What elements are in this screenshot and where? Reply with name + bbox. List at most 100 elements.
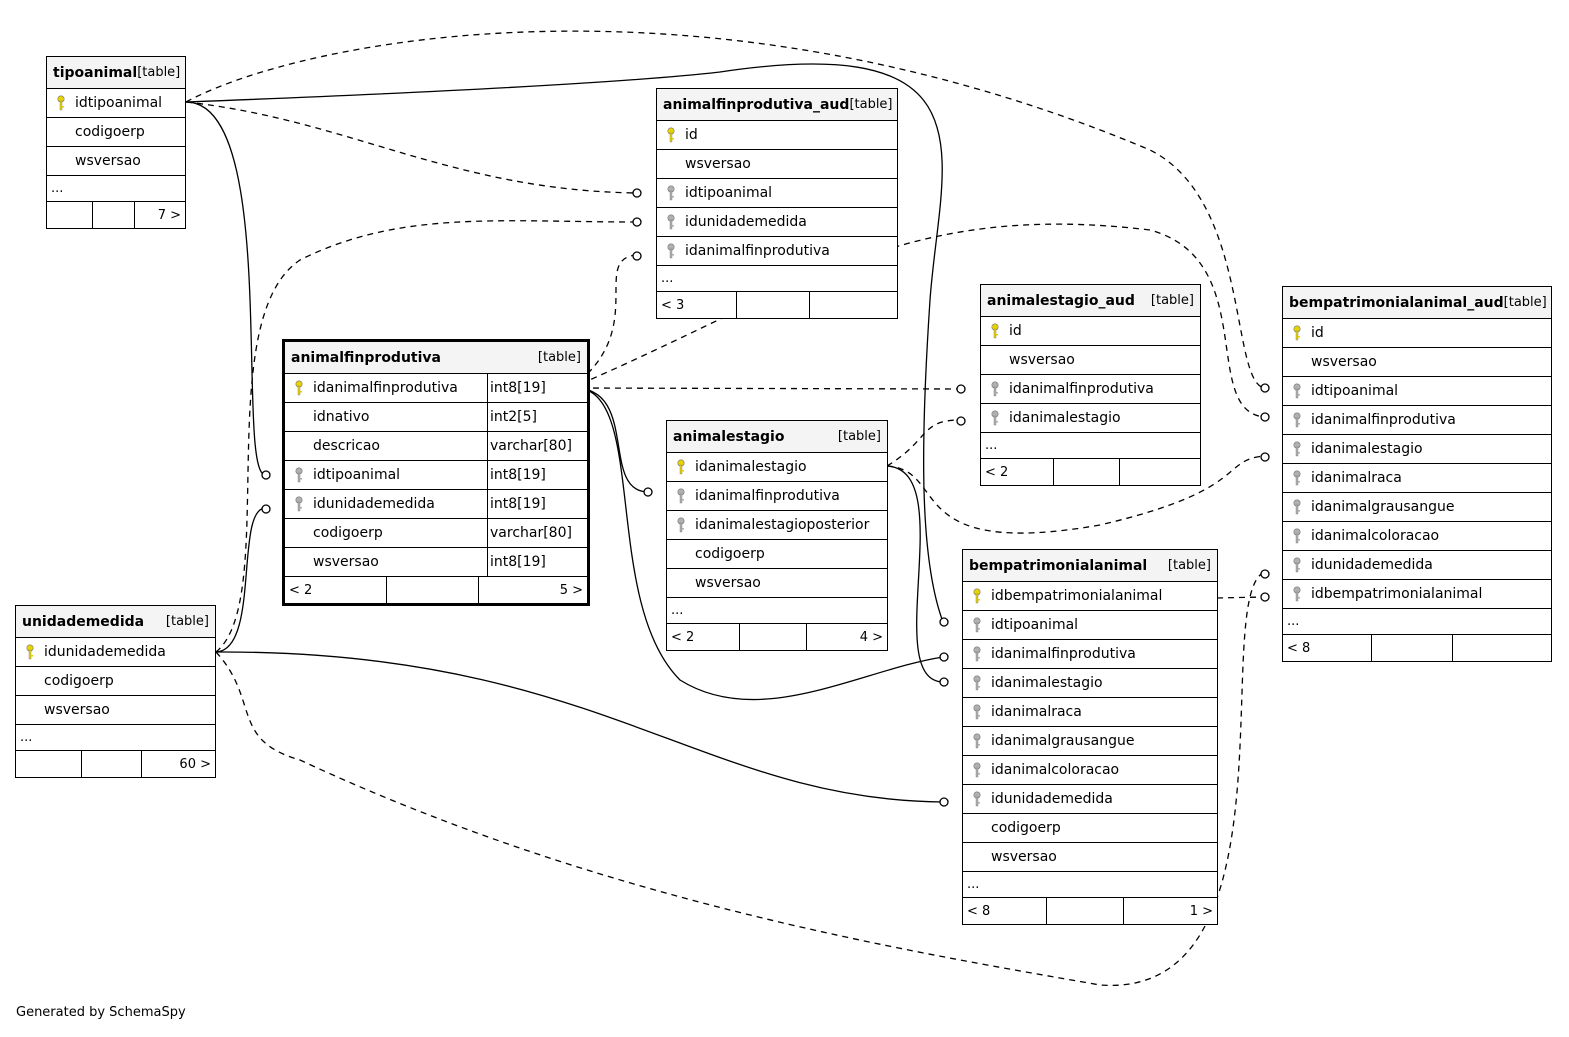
- more-columns[interactable]: ...: [963, 872, 1217, 898]
- column-type: int8[19]: [487, 374, 587, 402]
- column-row[interactable]: idanimalestagio: [667, 453, 887, 482]
- column-row[interactable]: idtipoanimal: [47, 89, 185, 118]
- table-footer: < 2 4 >: [667, 624, 887, 650]
- column-row[interactable]: codigoerp: [16, 667, 215, 696]
- more-columns[interactable]: ...: [47, 176, 185, 202]
- column-type: int2[5]: [487, 403, 587, 431]
- key-slot: [285, 432, 313, 460]
- more-columns[interactable]: ...: [657, 266, 897, 292]
- column-row[interactable]: idanimalestagio: [981, 404, 1200, 433]
- footer-middle: [1054, 459, 1120, 485]
- column-row[interactable]: idanimalfinprodutiva: [667, 482, 887, 511]
- column-row[interactable]: idanimalraca: [1283, 464, 1551, 493]
- key-slot: [285, 519, 313, 547]
- column-row[interactable]: idanimalestagio: [1283, 435, 1551, 464]
- column-row[interactable]: idanimalfinprodutiva: [963, 640, 1217, 669]
- column-row[interactable]: idanimalgrausangue: [1283, 493, 1551, 522]
- column-row[interactable]: idanimalfinprodutiva: [657, 237, 897, 266]
- key-slot: [667, 540, 695, 568]
- children-link[interactable]: 1 >: [1189, 903, 1213, 919]
- table-footer: < 8: [1283, 635, 1551, 661]
- parents-link[interactable]: < 2: [667, 624, 740, 650]
- children-link[interactable]: 7 >: [157, 207, 181, 223]
- parents-link[interactable]: [16, 751, 82, 777]
- column-row[interactable]: idbempatrimonialanimal: [1283, 580, 1551, 609]
- column-row[interactable]: idbempatrimonialanimal: [963, 582, 1217, 611]
- column-row[interactable]: idanimalcoloracao: [963, 756, 1217, 785]
- more-columns[interactable]: ...: [981, 433, 1200, 459]
- column-row[interactable]: codigoerp: [963, 814, 1217, 843]
- column-row[interactable]: idtipoanimal: [1283, 377, 1551, 406]
- parents-link[interactable]: < 8: [1283, 635, 1372, 661]
- more-columns[interactable]: ...: [1283, 609, 1551, 635]
- edge-animalestagio-animalestagio_aud: [886, 419, 961, 467]
- children-link[interactable]: [1120, 459, 1200, 485]
- table-name: animalfinprodutiva_aud: [663, 96, 850, 113]
- column-row[interactable]: wsversao: [657, 150, 897, 179]
- column-row[interactable]: idunidademedida: [1283, 551, 1551, 580]
- key-slot: [963, 698, 991, 726]
- key-slot: [963, 814, 991, 842]
- column-name: idanimalraca: [991, 704, 1082, 720]
- column-name: idanimalestagioposterior: [695, 517, 870, 533]
- column-row[interactable]: idunidademedida: [16, 638, 215, 667]
- column-name: id: [685, 127, 698, 143]
- primary-key-icon: [57, 95, 65, 111]
- children-link[interactable]: 5 >: [559, 582, 583, 598]
- column-row[interactable]: id: [1283, 319, 1551, 348]
- table-animalfinprodutiva[interactable]: animalfinprodutiva[table]idanimalfinprod…: [282, 339, 590, 606]
- parents-link[interactable]: < 3: [657, 292, 737, 318]
- more-columns[interactable]: ...: [667, 598, 887, 624]
- children-link[interactable]: 60 >: [179, 756, 211, 772]
- children-link[interactable]: 4 >: [859, 629, 883, 645]
- parents-link[interactable]: [47, 202, 93, 228]
- column-row[interactable]: idanimalestagioposterior: [667, 511, 887, 540]
- column-row[interactable]: idanimalestagio: [963, 669, 1217, 698]
- column-row[interactable]: idtipoanimal: [963, 611, 1217, 640]
- column-row[interactable]: wsversao: [981, 346, 1200, 375]
- column-row[interactable]: wsversao: [963, 843, 1217, 872]
- column-row[interactable]: idanimalcoloracao: [1283, 522, 1551, 551]
- key-slot: [1283, 406, 1311, 434]
- children-link[interactable]: [810, 292, 897, 318]
- column-row[interactable]: codigoerp: [47, 118, 185, 147]
- parents-link[interactable]: < 2: [285, 577, 387, 603]
- column-name: wsversao: [1311, 354, 1377, 370]
- column-row[interactable]: wsversao: [16, 696, 215, 725]
- crowfoot-marker: [1260, 383, 1270, 393]
- column-row[interactable]: idanimalgrausangue: [963, 727, 1217, 756]
- more-columns[interactable]: ...: [16, 725, 215, 751]
- column-row[interactable]: codigoerp: [667, 540, 887, 569]
- column-row[interactable]: idtipoanimal: [657, 179, 897, 208]
- column-row[interactable]: wsversao: [1283, 348, 1551, 377]
- key-slot: [657, 208, 685, 236]
- column-row[interactable]: idunidademedida: [963, 785, 1217, 814]
- parents-link[interactable]: < 2: [981, 459, 1054, 485]
- parents-link[interactable]: < 8: [963, 898, 1047, 924]
- table-footer: 60 >: [16, 751, 215, 777]
- column-row[interactable]: idanimalraca: [963, 698, 1217, 727]
- column-row[interactable]: wsversao: [667, 569, 887, 598]
- column-row[interactable]: idanimalfinprodutiva: [1283, 406, 1551, 435]
- column-row[interactable]: id: [981, 317, 1200, 346]
- foreign-key-icon: [677, 517, 685, 533]
- column-row[interactable]: wsversao: [47, 147, 185, 176]
- column-row[interactable]: idanimalfinprodutiva: [981, 375, 1200, 404]
- children-link[interactable]: [1453, 635, 1551, 661]
- column-row[interactable]: id: [657, 121, 897, 150]
- column-row[interactable]: idunidademedida: [657, 208, 897, 237]
- table-bempatrimonialanimal[interactable]: bempatrimonialanimal[table]idbempatrimon…: [962, 549, 1218, 925]
